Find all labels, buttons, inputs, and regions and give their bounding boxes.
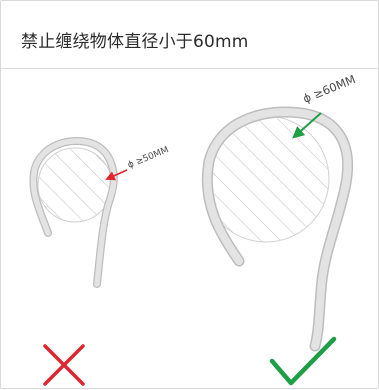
left-example: ϕ ≥50MM: [29, 136, 170, 288]
instruction-title: 禁止缠绕物体直径小于60mm: [21, 32, 249, 52]
large-diameter-arrow: [292, 112, 322, 139]
large-diameter-label: ϕ ≥60MM: [301, 72, 358, 106]
check-icon: [269, 336, 337, 386]
small-diameter-label: ϕ ≥50MM: [126, 145, 170, 171]
small-diameter-arrow: [105, 169, 128, 181]
right-example: ϕ ≥60MM: [201, 72, 358, 352]
header-divider: [1, 68, 378, 69]
small-object-circle: [37, 147, 113, 223]
cross-icon: [43, 344, 85, 386]
